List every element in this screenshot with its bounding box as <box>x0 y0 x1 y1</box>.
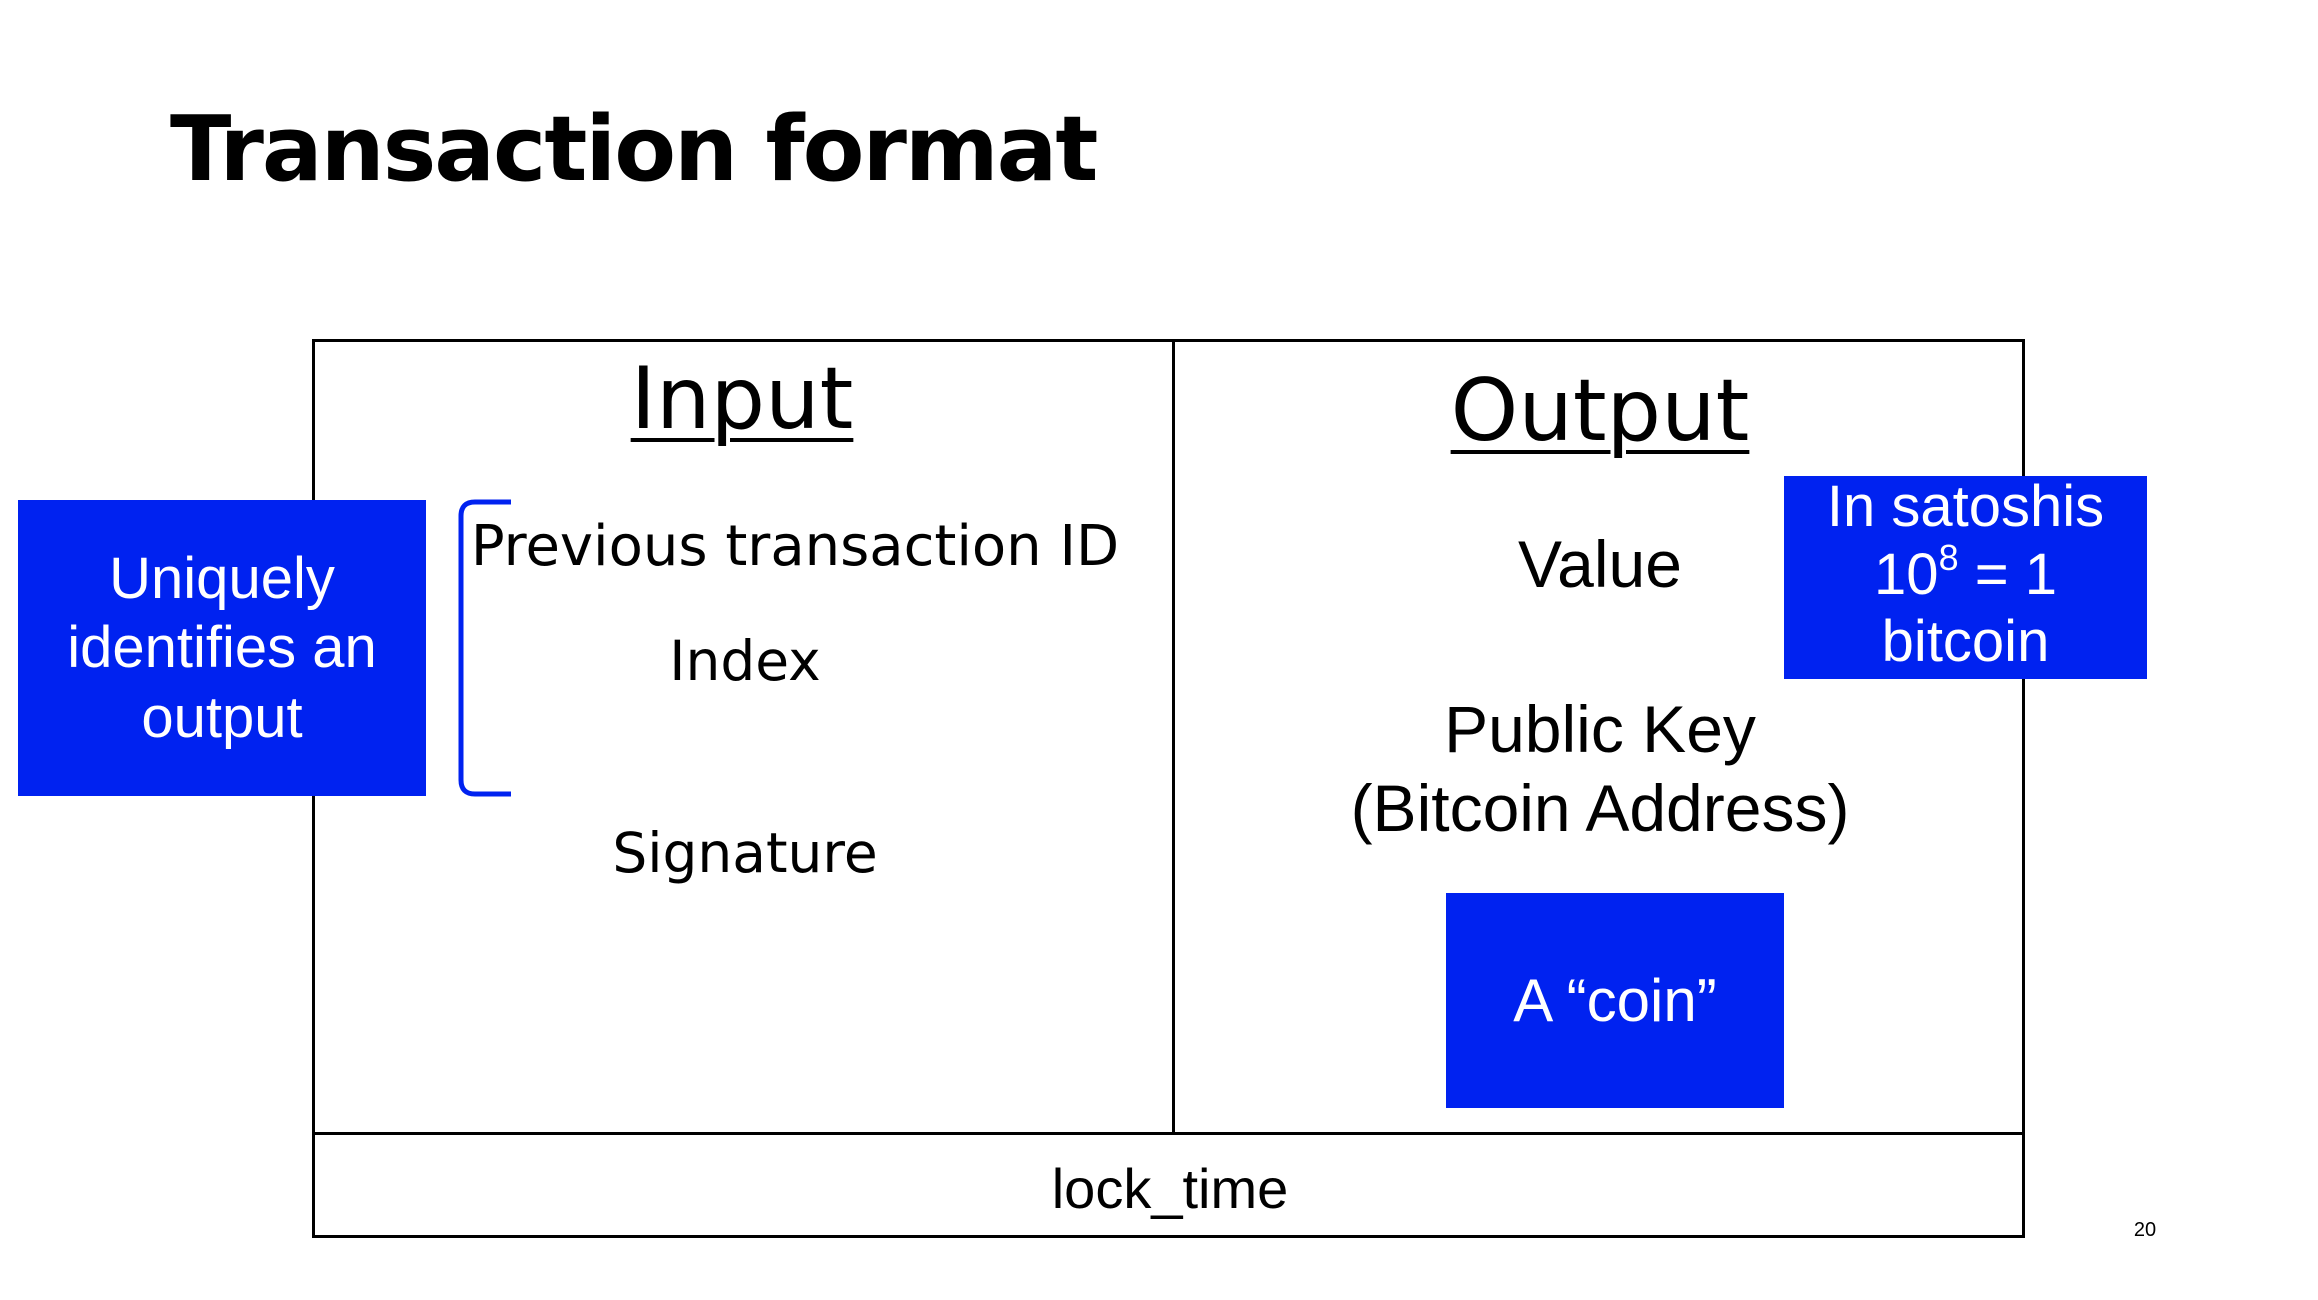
satoshis-callout-line1: In satoshis <box>1826 473 2105 539</box>
coin-callout-text: A “coin” <box>1513 967 1717 1034</box>
value-field: Value <box>1518 527 1682 601</box>
outpoint-callout-line2: identifies an <box>67 615 377 681</box>
outpoint-callout: Uniquely identifies an output <box>18 500 426 796</box>
index-field: Index <box>669 629 821 693</box>
power-base: 10 <box>1874 541 1939 607</box>
lock-time-box <box>312 1132 2025 1238</box>
input-heading: Input <box>630 349 854 449</box>
slide-title: Transaction format <box>170 97 1098 202</box>
previous-transaction-id-field: Previous transaction ID <box>470 514 1120 579</box>
coin-callout: A “coin” <box>1446 893 1784 1108</box>
satoshis-callout-line2: 108 = 1 <box>1874 539 2057 609</box>
bitcoin-address-label: (Bitcoin Address) <box>1350 771 1850 846</box>
outpoint-bracket <box>458 499 511 797</box>
outpoint-bracket-path <box>458 499 511 797</box>
page-number: 20 <box>2133 1219 2157 1241</box>
public-key-field: Public Key (Bitcoin Address) <box>1320 690 1880 848</box>
power-equals: = 1 <box>1958 541 2057 607</box>
public-key-label: Public Key <box>1444 692 1756 766</box>
power-exponent: 8 <box>1938 536 1959 578</box>
outpoint-callout-line1: Uniquely <box>109 545 335 611</box>
satoshis-callout: In satoshis 108 = 1 bitcoin <box>1784 473 2147 679</box>
outpoint-callout-line3: output <box>141 684 303 750</box>
input-output-divider <box>1172 339 1175 1135</box>
lock-time-field: lock_time <box>1051 1157 1289 1220</box>
satoshis-callout-line3: bitcoin <box>1881 609 2050 675</box>
output-heading: Output <box>1450 361 1750 461</box>
signature-field: Signature <box>612 821 878 885</box>
